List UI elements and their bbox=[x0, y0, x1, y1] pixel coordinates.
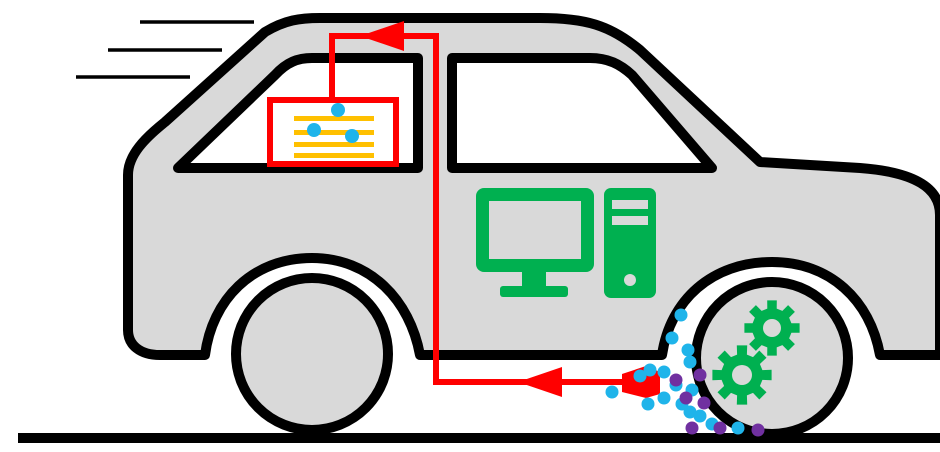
monitor-base bbox=[500, 286, 568, 297]
front-wheel bbox=[236, 278, 388, 430]
purple-particle bbox=[686, 422, 699, 435]
blue-particle bbox=[658, 366, 671, 379]
arrow-icon bbox=[518, 367, 562, 397]
gear-icon bbox=[712, 345, 771, 404]
blue-particle bbox=[666, 332, 679, 345]
blue-particle bbox=[606, 386, 619, 399]
gear-hole bbox=[732, 365, 752, 385]
purple-particle bbox=[752, 424, 765, 437]
blue-particle bbox=[694, 410, 707, 423]
blue-particle bbox=[682, 344, 695, 357]
gear-icon bbox=[744, 300, 799, 355]
monitor-stand bbox=[522, 272, 546, 288]
purple-particle bbox=[698, 397, 711, 410]
purple-particle bbox=[670, 374, 683, 387]
blue-particle bbox=[642, 398, 655, 411]
blue-particle bbox=[732, 422, 745, 435]
filter-icon bbox=[270, 100, 396, 164]
blue-particle bbox=[675, 309, 688, 322]
blue-particle bbox=[658, 392, 671, 405]
drive-slot bbox=[612, 216, 648, 225]
blue-particle bbox=[684, 356, 697, 369]
monitor-screen bbox=[489, 201, 581, 259]
blue-particle bbox=[634, 370, 647, 383]
purple-particle bbox=[680, 392, 693, 405]
purple-particle bbox=[714, 422, 727, 435]
drive-slot bbox=[612, 200, 648, 209]
purple-particle bbox=[694, 369, 707, 382]
power-button bbox=[624, 274, 636, 286]
gear-hole bbox=[763, 319, 781, 337]
